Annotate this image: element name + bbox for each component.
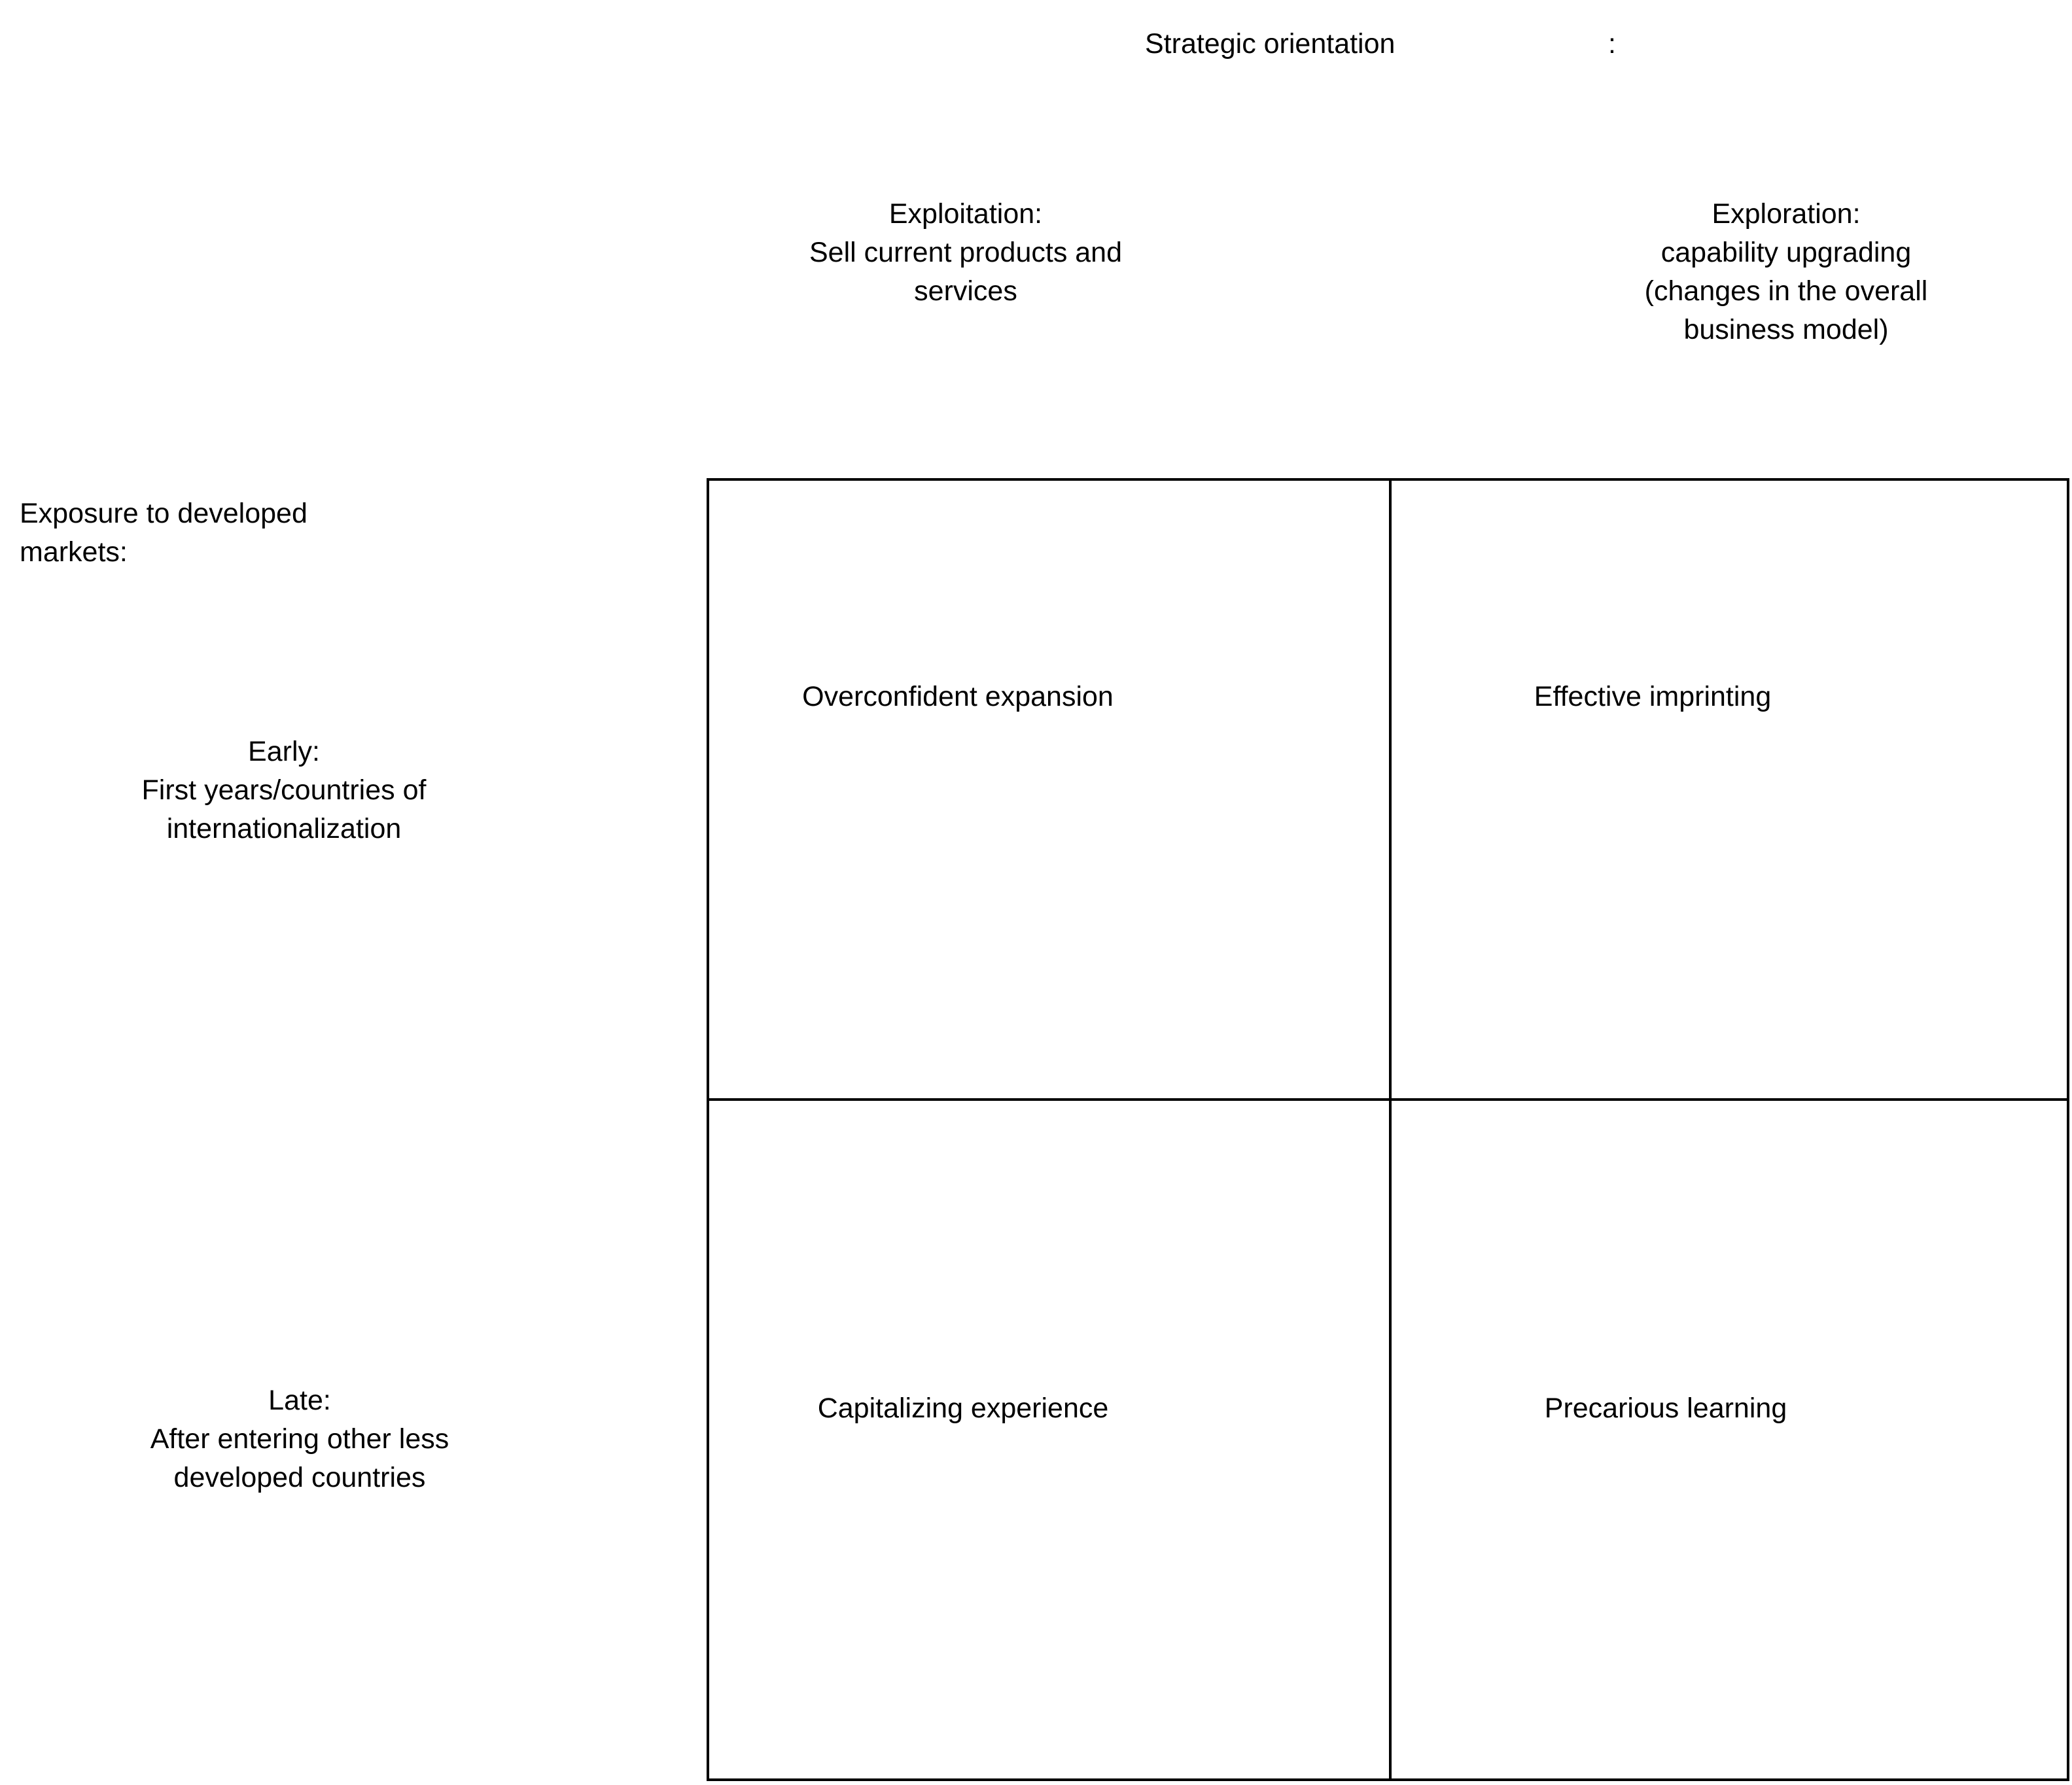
quadrant-cell-top-right [1392, 481, 2067, 1101]
quadrant-cell-bottom-right [1392, 1101, 2067, 1778]
row-header-early: Early: First years/countries of internat… [141, 736, 427, 844]
column-header-exploitation: Exploitation: Sell current products and … [809, 198, 1123, 307]
figure-title-colon: : [1608, 28, 1616, 60]
row-axis-label: Exposure to developed markets: [20, 498, 307, 568]
row-header-late: Late: After entering other less develope… [150, 1385, 449, 1493]
quadrant-label-effective-imprinting: Effective imprinting [1534, 681, 1772, 712]
figure-title: Strategic orientation [1145, 28, 1396, 60]
quadrant-label-precarious-learning: Precarious learning [1544, 1393, 1787, 1424]
quadrant-label-capitalizing-experience: Capitalizing experience [817, 1393, 1109, 1424]
quadrant-cell-top-left [709, 481, 1392, 1101]
column-header-exploration: Exploration: capability upgrading (chang… [1644, 198, 1928, 345]
quadrant-label-overconfident-expansion: Overconfident expansion [802, 681, 1114, 712]
matrix-grid [707, 478, 2069, 1781]
quadrant-cell-bottom-left [709, 1101, 1392, 1778]
